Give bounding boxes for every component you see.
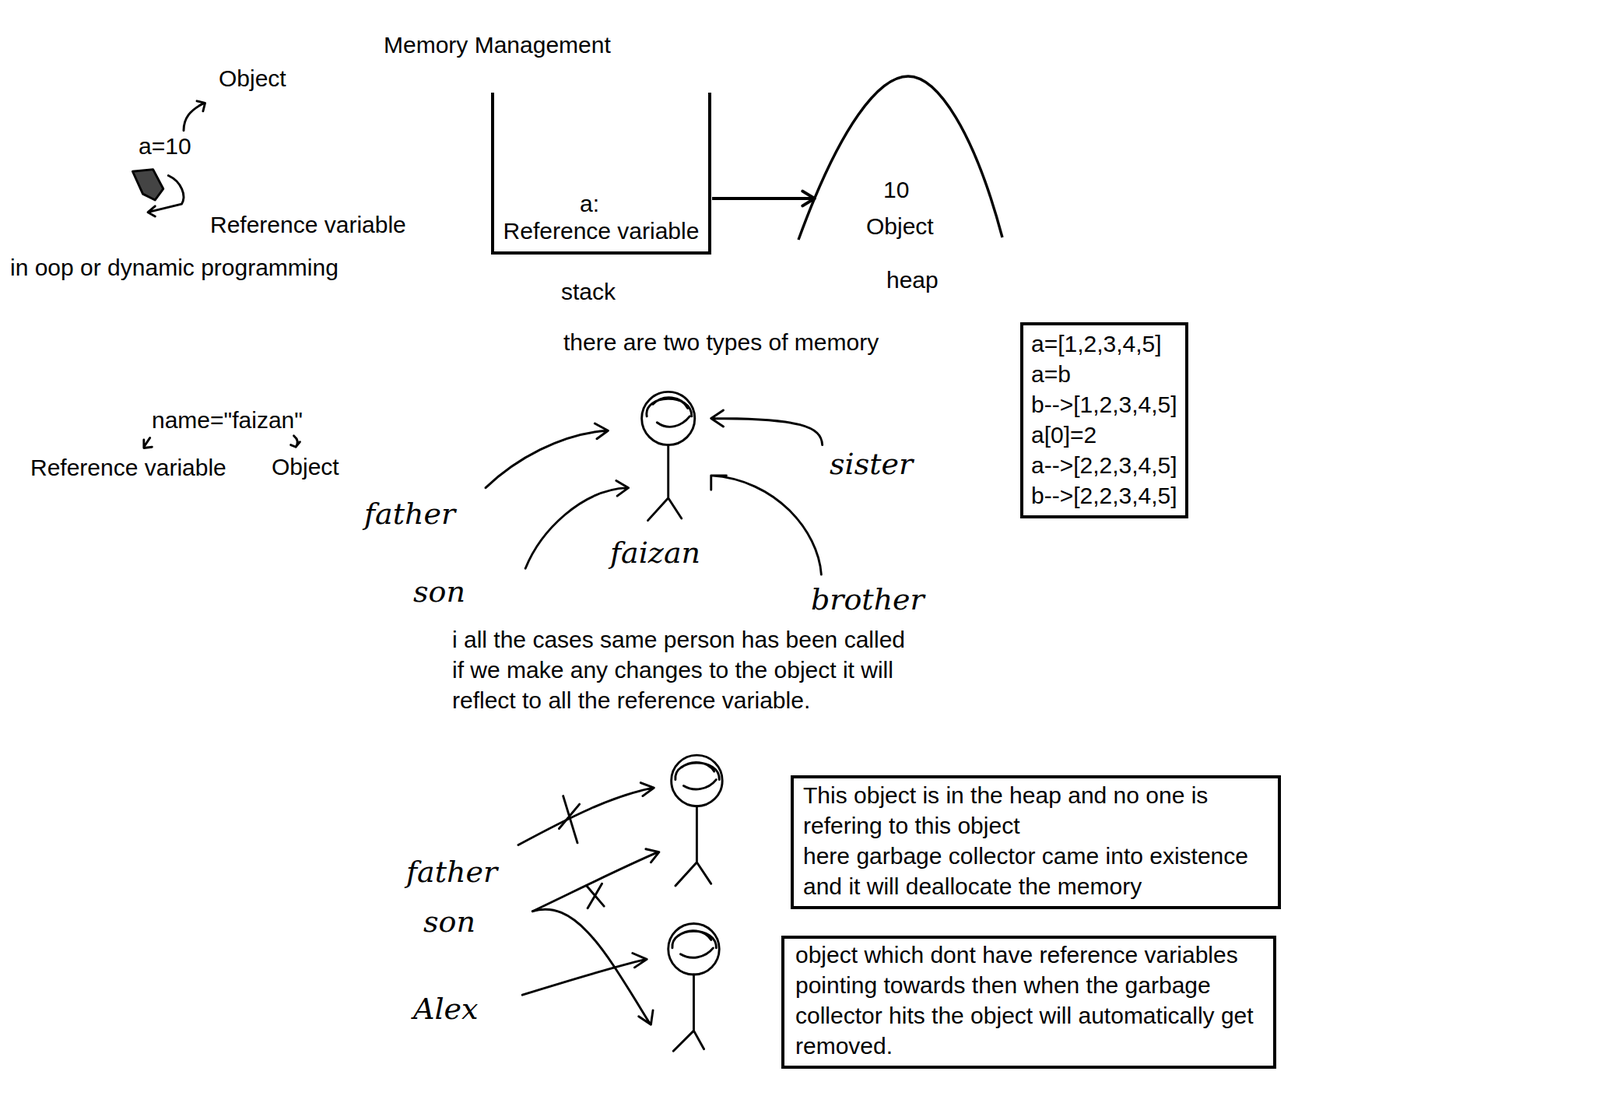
pointer-arrow bbox=[711, 475, 822, 575]
node-text: b-->[2,2,3,4,5] bbox=[1031, 480, 1178, 511]
connector-group bbox=[712, 191, 815, 207]
stick-figure-body bbox=[673, 974, 704, 1051]
stack-region: a:Reference variable stack bbox=[490, 89, 713, 308]
note-box: This object is in the heap and no one is… bbox=[790, 775, 1281, 909]
cross-mark bbox=[558, 796, 579, 843]
stick-figure-head bbox=[671, 754, 723, 807]
hair-scribble bbox=[675, 761, 720, 789]
note-box: object which dont have reference variabl… bbox=[781, 935, 1277, 1069]
pointer-arrow bbox=[143, 437, 152, 448]
hair-scribble bbox=[672, 930, 716, 958]
node-text: Object bbox=[866, 210, 934, 242]
heap-region: 10Object heap bbox=[793, 70, 1008, 296]
node-text: heap bbox=[886, 264, 939, 295]
stick-figure-body bbox=[647, 445, 681, 521]
node-text: stack bbox=[561, 276, 616, 307]
handwritten-name: father bbox=[364, 494, 456, 533]
code-box: a=[1,2,3,4,5]a=bb-->[1,2,3,4,5]a[0]=2a--… bbox=[1020, 322, 1189, 519]
node-text: a-->[2,2,3,4,5] bbox=[1031, 449, 1178, 481]
annotation-text: name="faizan" bbox=[151, 404, 303, 436]
node-text: a=[1,2,3,4,5] bbox=[1031, 328, 1178, 359]
pointer-arrow bbox=[532, 849, 660, 912]
annotation-text: Object bbox=[271, 451, 340, 482]
annotation-text: there are two types of memory bbox=[563, 326, 879, 358]
handwritten-name: Alex bbox=[413, 989, 479, 1028]
pointer-arrow bbox=[711, 410, 823, 446]
annotation-text: i all the cases same person has been cal… bbox=[452, 624, 920, 716]
node-text: This object is in the heap and no one is… bbox=[803, 779, 1271, 841]
node-text: Reference variable bbox=[490, 215, 713, 246]
scribble-mark bbox=[132, 169, 163, 200]
handwritten-name: faizan bbox=[610, 533, 701, 572]
handwritten-name: sister bbox=[829, 445, 913, 483]
annotation-text: Reference variable bbox=[30, 452, 227, 483]
cross-mark bbox=[586, 883, 604, 908]
stick-figure-head bbox=[668, 922, 720, 975]
hair-scribble bbox=[646, 397, 692, 428]
node-text: a=b bbox=[1031, 358, 1178, 390]
pointer-arrow bbox=[522, 952, 647, 995]
pointer-arrow bbox=[291, 435, 301, 447]
annotation-text: in oop or dynamic programming bbox=[10, 252, 339, 283]
pointer-arrow bbox=[518, 782, 654, 846]
handwritten-name: father bbox=[406, 852, 498, 891]
node-text: a: bbox=[579, 188, 600, 219]
node-text: 10 bbox=[883, 174, 909, 205]
diagram-title: Memory Management bbox=[383, 29, 611, 60]
shape-outline bbox=[490, 89, 713, 308]
annotation-text: Reference variable bbox=[210, 209, 407, 240]
handwritten-name: son bbox=[413, 572, 466, 611]
pointer-connector bbox=[712, 196, 815, 200]
node-text: b-->[1,2,3,4,5] bbox=[1031, 389, 1178, 420]
handwritten-name: brother bbox=[810, 580, 925, 618]
handwritten-name: son bbox=[423, 902, 476, 941]
annotation-text: a=10 bbox=[138, 130, 192, 162]
pointer-arrow bbox=[485, 423, 608, 488]
node-text: here garbage collector came into existen… bbox=[803, 840, 1271, 902]
node-text: object which dont have reference variabl… bbox=[795, 939, 1266, 1061]
annotation-text: Object bbox=[218, 63, 287, 94]
stick-figure-body bbox=[675, 806, 712, 886]
node-text: a[0]=2 bbox=[1031, 419, 1178, 450]
pointer-arrow bbox=[183, 101, 206, 131]
stick-figure-head bbox=[642, 391, 695, 445]
pointer-arrow bbox=[147, 175, 184, 216]
